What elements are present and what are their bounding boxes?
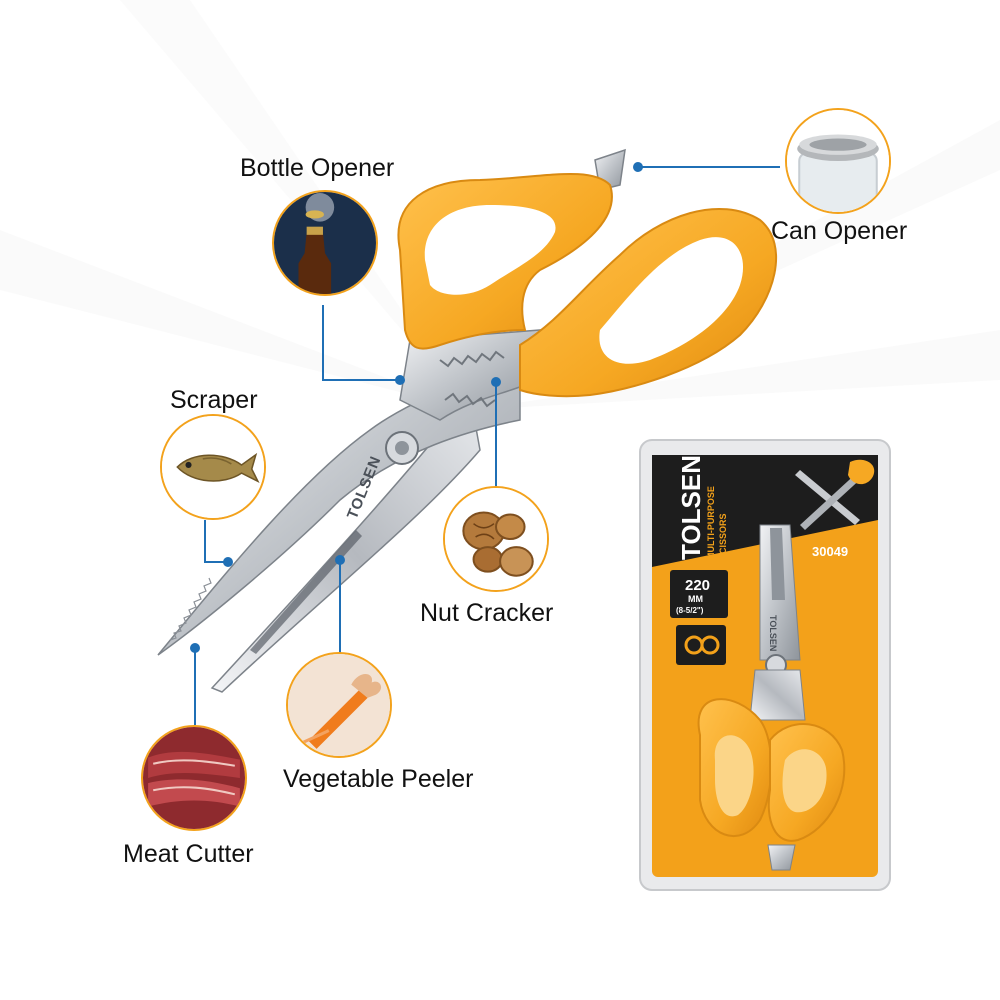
handle-right-opening bbox=[599, 237, 744, 364]
callout-label-scraper: Scraper bbox=[170, 386, 258, 414]
package-blade-engraving: TOLSEN bbox=[768, 615, 778, 651]
callout-lines bbox=[194, 166, 780, 725]
package-brand: TOLSEN bbox=[676, 455, 706, 560]
callout-label-vegetable-peeler: Vegetable Peeler bbox=[283, 765, 474, 793]
package-size-unit: MM bbox=[688, 594, 703, 604]
kitchen-scissors: TOLSEN bbox=[157, 148, 778, 693]
callout-label-can-opener: Can Opener bbox=[771, 217, 908, 245]
retail-package: TOLSEN MULTI-PURPOSE SCISSORS 30049 220 … bbox=[639, 439, 891, 891]
callout-label-nut-cracker: Nut Cracker bbox=[420, 599, 554, 627]
blade-serration bbox=[169, 577, 212, 641]
vegetable-peeler-thumbnail bbox=[286, 652, 392, 758]
peeler-slot bbox=[250, 530, 362, 654]
leader-scraper bbox=[204, 520, 228, 563]
nut-cracker-thumbnail bbox=[443, 486, 549, 592]
package-product-line2: SCISSORS bbox=[718, 513, 728, 560]
package-size-inch: (8-5/2") bbox=[676, 606, 704, 615]
fish-icon bbox=[162, 416, 264, 518]
package-product-line1: MULTI-PURPOSE bbox=[706, 486, 716, 560]
walnut-icon bbox=[445, 488, 547, 590]
beer-bottle-icon bbox=[274, 192, 376, 294]
callout-label-meat-cutter: Meat Cutter bbox=[123, 840, 254, 868]
leader-bottle-opener bbox=[322, 305, 400, 381]
carrot-icon bbox=[288, 654, 390, 756]
callout-label-bottle-opener: Bottle Opener bbox=[240, 154, 395, 182]
callout-dots bbox=[190, 162, 643, 653]
package-size-value: 220 bbox=[685, 577, 710, 594]
handle-left-opening bbox=[424, 205, 556, 295]
bottle-opener-thumbnail bbox=[272, 190, 378, 296]
meat-icon bbox=[143, 727, 245, 829]
scraper-thumbnail bbox=[160, 414, 266, 520]
package-model: 30049 bbox=[812, 544, 848, 559]
meat-cutter-thumbnail bbox=[141, 725, 247, 831]
package-size-badge bbox=[670, 570, 728, 618]
can-opener-thumbnail bbox=[785, 108, 891, 214]
jar-icon bbox=[787, 110, 889, 212]
